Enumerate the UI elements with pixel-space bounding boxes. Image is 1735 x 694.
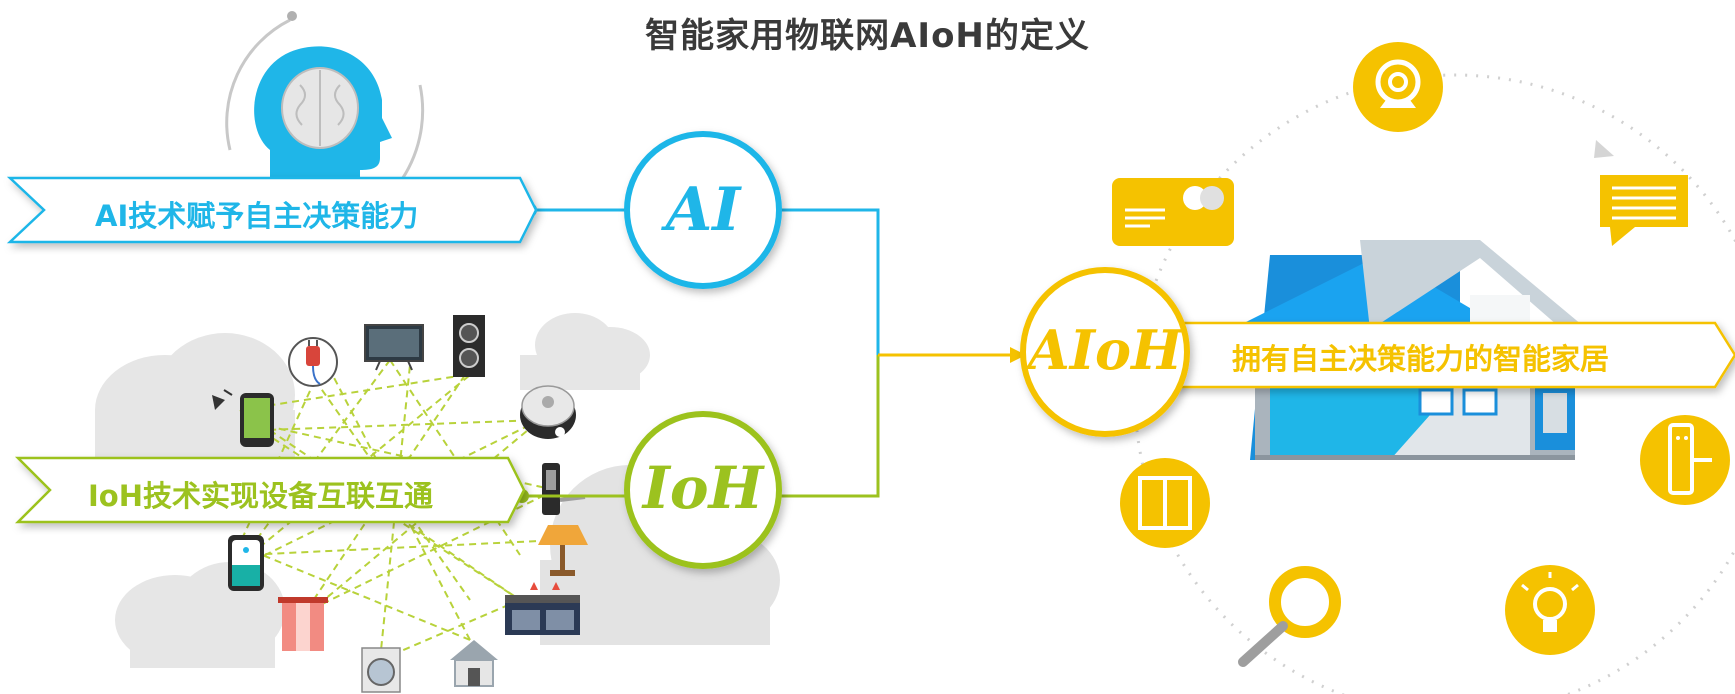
brain-head-icon <box>225 11 425 191</box>
stove-icon <box>505 582 580 635</box>
ioh-circle-label: IoH <box>642 454 764 522</box>
curtain-icon <box>278 597 328 651</box>
cloud-icon <box>115 562 285 668</box>
devices-ring <box>1133 73 1735 694</box>
ioh-connector <box>522 355 880 498</box>
aioh-circle-label: AIoH <box>1027 318 1183 382</box>
wall-switch-icon <box>1120 458 1210 548</box>
home-icon <box>450 640 498 687</box>
aioh-circle <box>1020 267 1190 437</box>
tv-icon <box>364 324 424 371</box>
ai-circle <box>624 131 782 289</box>
aioh-banner-text: 拥有自主决策能力的智能家居 <box>1232 342 1610 376</box>
ioh-banner-text: IoH技术实现设备互联互通 <box>88 479 433 513</box>
card-icon <box>1112 178 1234 246</box>
water-heater-icon <box>228 535 264 591</box>
ioh-circle <box>624 411 782 569</box>
cloud-icon <box>520 313 650 390</box>
ai-banner-text: AI技术赋予自主决策能力 <box>95 199 419 233</box>
ai-connector <box>530 208 880 355</box>
smart-lock-icon <box>1640 415 1730 505</box>
plug-icon <box>288 337 338 387</box>
ioh-banner <box>14 456 526 524</box>
camera-icon <box>1353 42 1443 132</box>
speaker-icon <box>453 315 485 377</box>
aioh-arrow <box>878 347 1026 363</box>
ai-circle-label: AI <box>665 175 741 245</box>
light-bulb-icon <box>1505 565 1595 655</box>
washing-machine-icon <box>361 647 401 693</box>
page-title: 智能家用物联网AIoH的定义 <box>645 16 1090 56</box>
phone-icon <box>212 389 274 447</box>
ring-arrow-icon <box>1594 140 1614 158</box>
message-icon <box>1600 175 1688 246</box>
robot-vacuum-icon <box>520 385 576 439</box>
magnifier-icon <box>1238 566 1341 667</box>
lamp-icon <box>538 525 588 576</box>
ai-banner <box>6 176 538 244</box>
